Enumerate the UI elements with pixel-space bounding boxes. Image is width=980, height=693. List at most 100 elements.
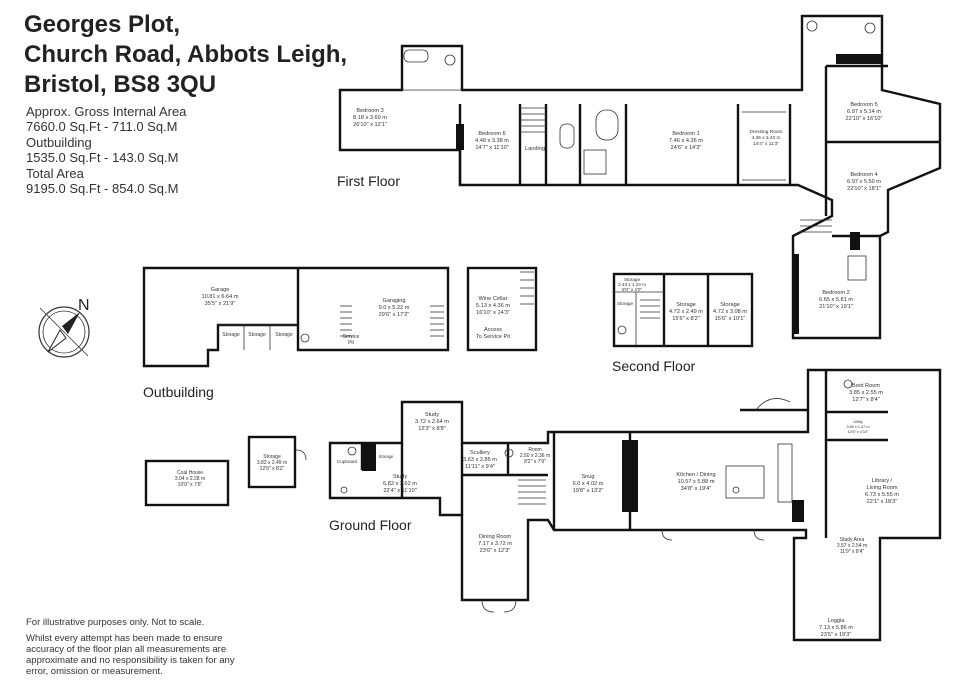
total-area-label: Total Area	[26, 165, 84, 181]
bedroom5-name: Bedroom 5	[850, 102, 877, 108]
coal-house-ft: 10'0" x 7'6"	[178, 482, 203, 488]
boot-name: Boot Room	[852, 383, 880, 389]
dining-ft: 23'6" x 12'3"	[480, 548, 511, 554]
service-pit-1: Service	[343, 334, 360, 340]
bedroom1-m: 7.46 x 4.36 m	[669, 138, 703, 144]
library-name2: Living Room	[866, 485, 897, 491]
compass: N	[38, 297, 90, 358]
storage-s2-name: Storage	[617, 301, 634, 306]
compass-north-label: N	[78, 297, 90, 314]
garage-name: Garage	[211, 287, 230, 293]
dressing-ft: 14'4" x 11'3"	[753, 141, 779, 147]
wine-cellar-m: 5.13 x 4.36 m	[476, 303, 510, 309]
loggia-m: 7.13 x 5.86 m	[819, 625, 853, 631]
storage-g-ft: 12'6" x 8'2"	[260, 466, 285, 472]
bedroom5-ft: 22'10" x 16'10"	[846, 116, 883, 122]
storage-s3-m: 4.72 x 2.49 m	[669, 309, 703, 315]
bedroom1-ft: 24'6" x 14'3"	[671, 145, 702, 151]
outbuilding-area-label: Outbuilding	[26, 134, 92, 150]
disclaimer-line-2: Whilst every attempt has been made to en…	[26, 633, 235, 677]
gross-area-value: 7660.0 Sq.Ft - 711.0 Sq.M	[26, 119, 178, 135]
disclaimer-line-1: For illustrative purposes only. Not to s…	[26, 617, 205, 628]
library-ft: 22'1" x 18'3"	[867, 499, 898, 505]
bedroom4-m: 6.97 x 5.50 m	[847, 179, 881, 185]
storage-out-3: Storage	[275, 332, 293, 338]
garaging-m: 9.0 x 5.22 m	[379, 305, 410, 311]
study-upper-m: 3.72 x 2.64 m	[415, 419, 449, 425]
dressing-m: 4.36 x 3.43 m	[751, 135, 780, 141]
dining-name: Dining Room	[479, 534, 512, 540]
kitchen-name: Kitchen / Dining	[676, 472, 715, 478]
room-name: Room	[528, 447, 541, 453]
boot-ft: 12'7" x 8'4"	[852, 397, 880, 403]
bedroom2-m: 6.65 x 5.81 m	[819, 297, 853, 303]
bedroom3-name: Bedroom 3	[356, 108, 383, 114]
bedroom6-ft: 14'7" x 11'10"	[475, 145, 508, 151]
study-main-ft: 22'4" x 11'10"	[383, 488, 416, 494]
dressing-name: Dressing Room	[749, 129, 782, 135]
library-name: Library /	[872, 478, 893, 484]
property-title: Georges Plot, Church Road, Abbots Leigh,…	[24, 10, 347, 100]
disclaimer: For illustrative purposes only. Not to s…	[26, 617, 246, 682]
snug-name: Snug	[581, 474, 594, 480]
bedroom5-m: 6.97 x 5.14 m	[847, 109, 881, 115]
bedroom3-m: 8.18 x 3.69 m	[353, 115, 387, 121]
boot-m: 3.85 x 2.55 m	[849, 390, 883, 396]
title-line-2: Church Road, Abbots Leigh,	[24, 41, 348, 68]
bedroom4-ft: 22'10" x 18'1"	[847, 186, 881, 192]
storage-out-1: Storage	[222, 332, 240, 338]
garage-ft: 35'5" x 21'9"	[205, 301, 236, 307]
storage-s3-name: Storage	[676, 302, 696, 308]
scullery-ft: 11'11" x 9'4"	[465, 464, 495, 470]
bedroom2-ft: 21'10" x 19'1"	[819, 304, 853, 310]
utility-name: Utility	[853, 420, 862, 424]
scullery-m: 3.63 x 2.85 m	[463, 457, 497, 463]
bedroom6-m: 4.48 x 3.38 m	[475, 138, 509, 144]
bedroom1-name: Bedroom 1	[672, 131, 699, 137]
snug-ft: 19'8" x 13'2"	[573, 488, 604, 494]
title-line-1: Georges Plot,	[24, 11, 181, 38]
area-summary: Approx. Gross Internal Area 7660.0 Sq.Ft…	[26, 104, 186, 196]
bedroom4-name: Bedroom 4	[850, 172, 877, 178]
storage-s1-name: Storage	[624, 277, 641, 282]
gross-area-label: Approx. Gross Internal Area	[26, 104, 187, 119]
ground-floor-label: Ground Floor	[329, 517, 412, 533]
cupboard-name: Cupboard	[337, 459, 358, 464]
utility-m: 3.80 x 1.47 m	[846, 425, 869, 429]
storage-small-name: Storage	[379, 454, 394, 459]
ground-floor-plan	[144, 368, 942, 642]
dining-m: 7.17 x 3.72 m	[478, 541, 512, 547]
storage-s4-ft: 15'6" x 10'1"	[715, 316, 746, 322]
loggia-name: Loggia	[828, 618, 846, 624]
room-m: 2.50 x 2.36 m	[520, 453, 550, 459]
study-area-m: 3.57 x 2.54 m	[837, 543, 867, 549]
access-2: To Service Pit	[476, 334, 511, 340]
landing-name: Landing	[525, 146, 545, 152]
bedroom3-ft: 26'10" x 12'1"	[353, 122, 387, 128]
storage-g-name: Storage	[263, 454, 281, 460]
loggia-ft: 23'5" x 19'3"	[821, 632, 852, 638]
bedroom6-name: Bedroom 6	[478, 131, 505, 137]
room-ft: 8'2" x 7'9"	[524, 459, 546, 465]
first-floor-plan	[338, 14, 942, 340]
storage-s4-m: 4.72 x 3.08 m	[713, 309, 747, 315]
library-m: 6.73 x 5.55 m	[865, 492, 899, 498]
wine-cellar-ft: 16'10" x 14'3"	[476, 310, 510, 316]
coal-house-name: Coal House	[177, 470, 203, 476]
garaging-name: Garaging	[382, 298, 405, 304]
storage-s3-ft: 15'6" x 8'2"	[672, 316, 700, 322]
storage-g-m: 3.82 x 2.49 m	[257, 460, 287, 466]
access-1: Access	[484, 327, 502, 333]
coal-house-m: 3.04 x 2.28 m	[175, 476, 205, 482]
service-pit-2: Pit	[348, 340, 354, 346]
snug-m: 6.0 x 4.02 m	[573, 481, 604, 487]
garage-m: 10.81 x 6.64 m	[201, 294, 238, 300]
bedroom2-name: Bedroom 2	[822, 290, 849, 296]
study-area-name: Study Area	[840, 537, 865, 543]
wine-cellar-name: Wine Cellar	[479, 296, 508, 302]
kitchen-m: 10.57 x 5.88 m	[677, 479, 714, 485]
study-main-m: 6.82 x 3.62 m	[383, 481, 417, 487]
first-floor-label: First Floor	[337, 173, 400, 189]
outbuilding-area-value: 1535.0 Sq.Ft - 143.0 Sq.M	[26, 150, 179, 166]
